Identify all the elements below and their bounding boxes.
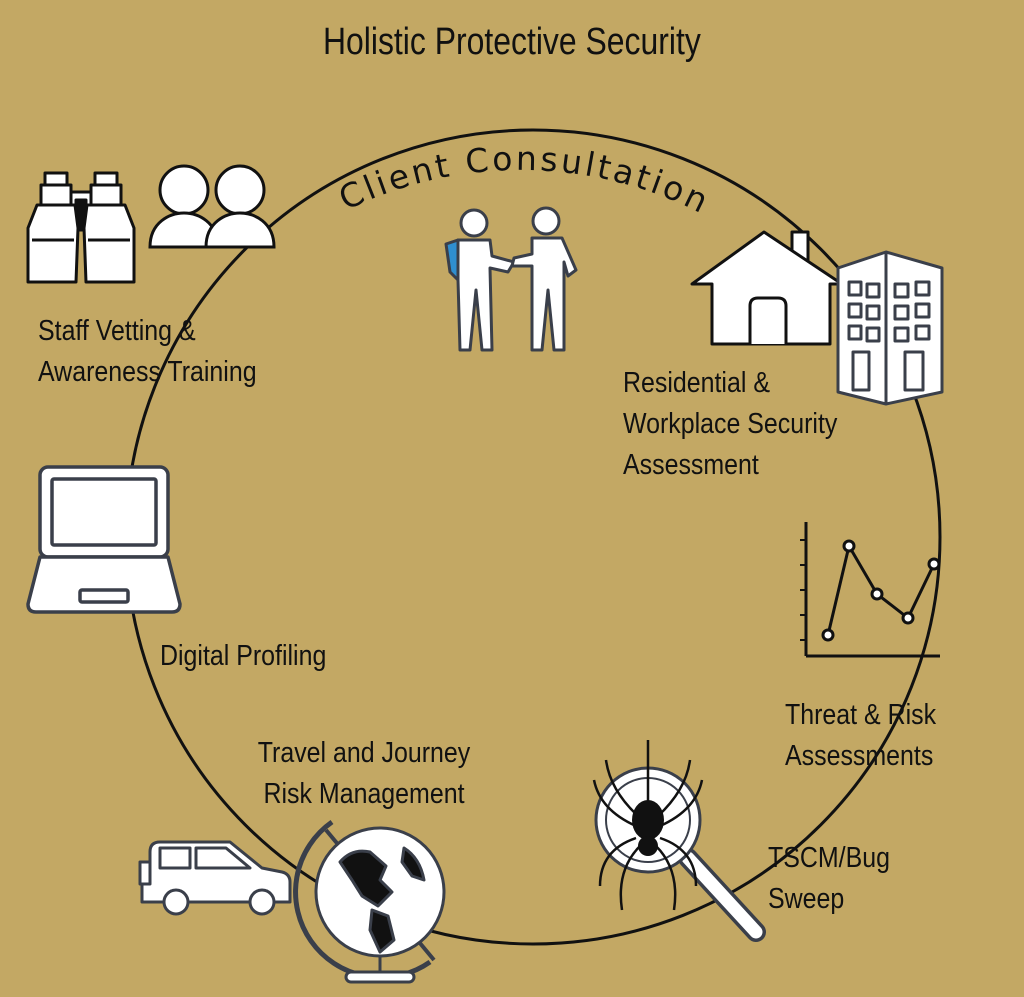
car-icon bbox=[138, 840, 292, 916]
binoculars-icon bbox=[26, 171, 136, 284]
stage-label-travel-journey: Travel and Journey Risk Management bbox=[257, 737, 471, 810]
chart-point bbox=[901, 611, 915, 625]
chart-point bbox=[870, 587, 884, 601]
stage-label-tscm: TSCM/Bug Sweep bbox=[768, 842, 890, 915]
page-title: Holistic Protective Security bbox=[323, 21, 701, 63]
office-building-icon bbox=[836, 250, 944, 406]
people-icon bbox=[148, 164, 276, 249]
chart-point bbox=[927, 557, 941, 571]
stage-label-residential-workplace: Residential & Workplace Security Assessm… bbox=[623, 367, 838, 481]
handshake-icon bbox=[444, 206, 578, 352]
chart-point bbox=[842, 539, 856, 553]
chart-point bbox=[821, 628, 835, 642]
stage-label-threat-risk: Threat & Risk Assessments bbox=[785, 699, 937, 772]
laptop-icon bbox=[26, 465, 182, 614]
globe-icon bbox=[293, 819, 446, 984]
stage-label-digital-profiling: Digital Profiling bbox=[160, 640, 327, 672]
stage-label-staff-vetting: Staff Vetting & Awareness Training bbox=[38, 315, 257, 388]
line-chart-icon bbox=[800, 522, 941, 658]
spider-magnifier-icon bbox=[592, 740, 766, 942]
house-icon bbox=[690, 230, 844, 346]
